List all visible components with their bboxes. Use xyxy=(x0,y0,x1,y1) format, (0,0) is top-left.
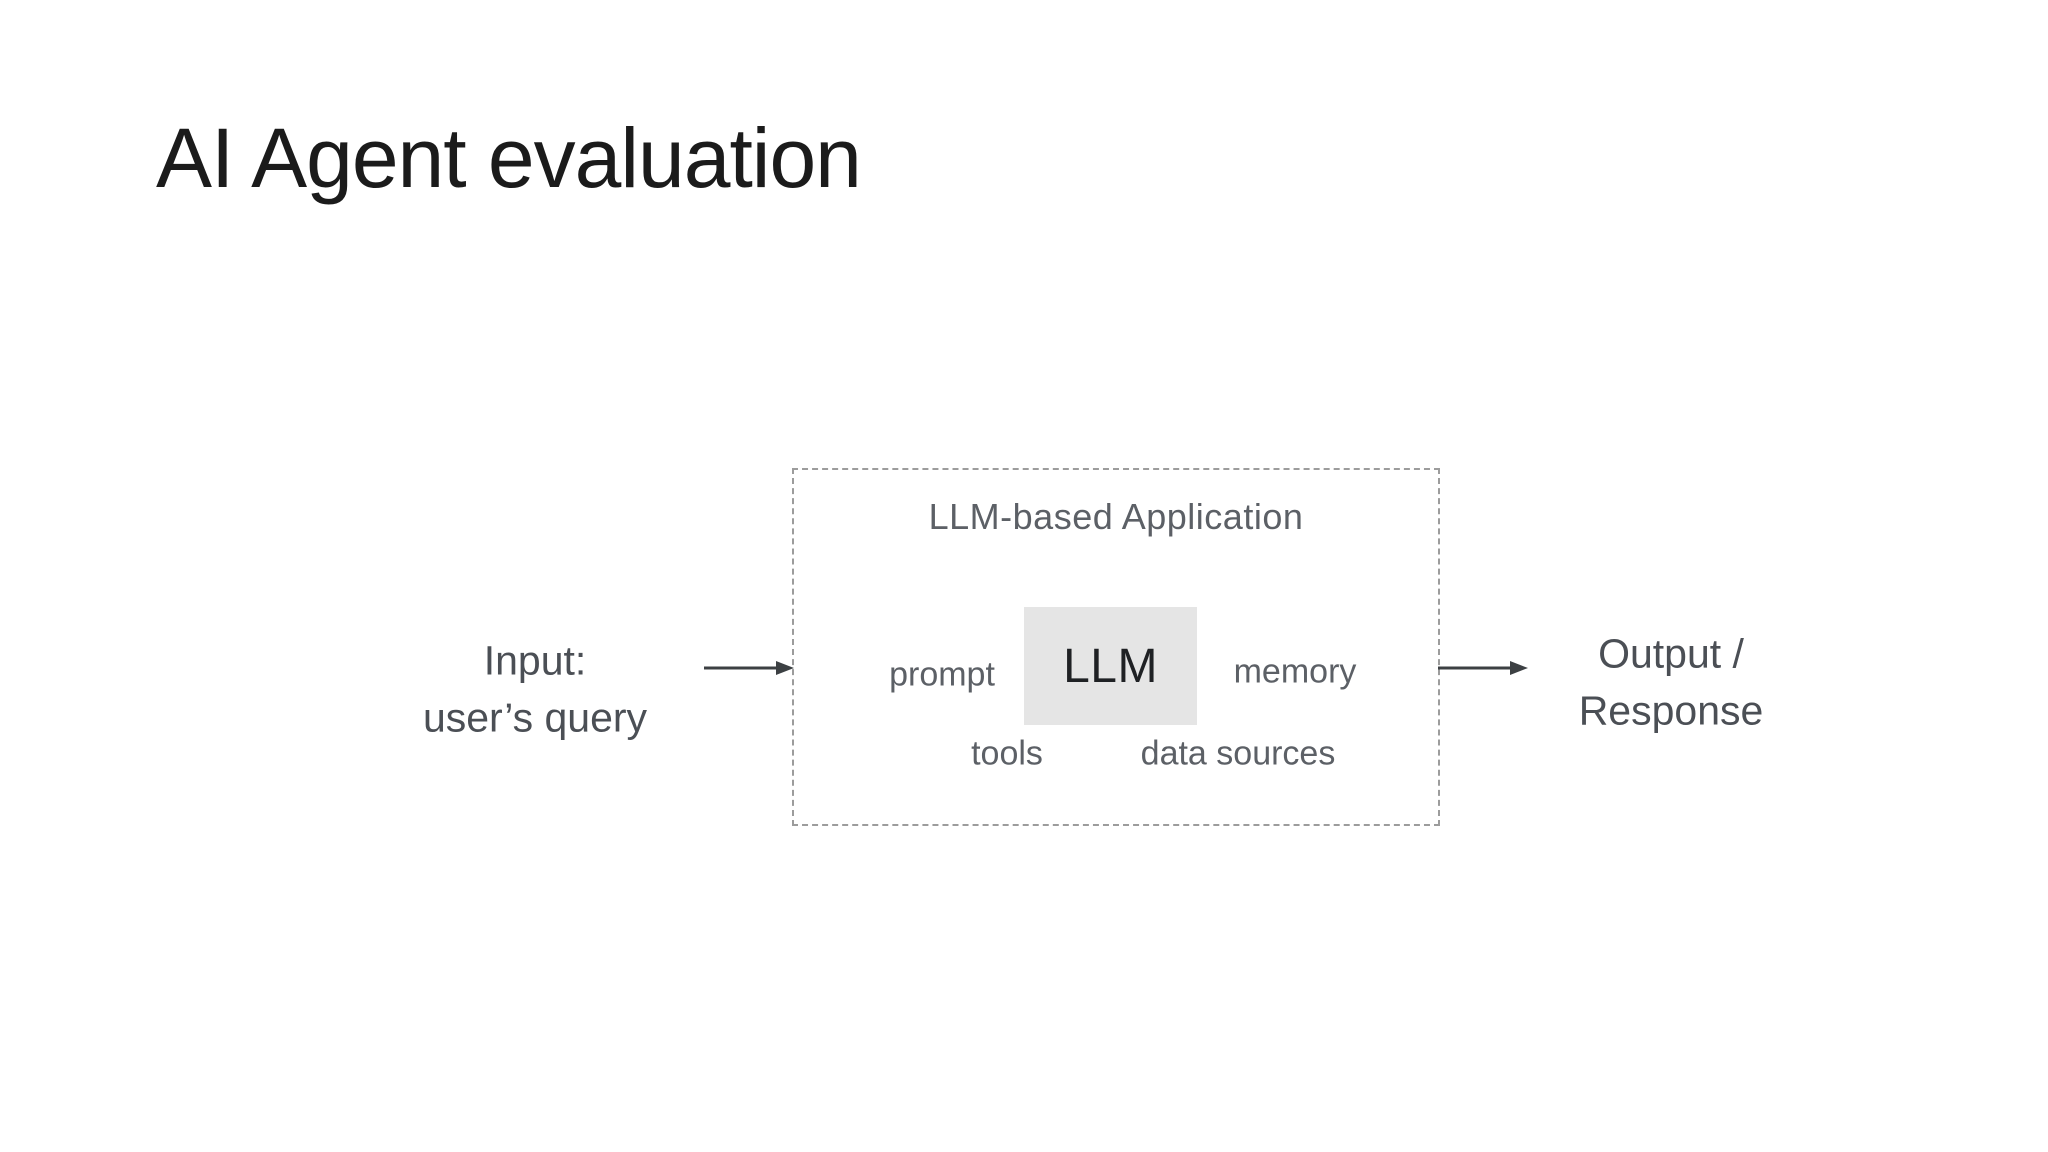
output-label-line1: Output / xyxy=(1598,630,1744,677)
component-tools: tools xyxy=(971,734,1043,773)
input-label-line2: user’s query xyxy=(422,695,648,741)
llm-core-box: LLM xyxy=(1024,607,1197,725)
component-prompt: prompt xyxy=(889,655,995,694)
input-label-line1: Input: xyxy=(483,637,587,684)
input-label: Input: user’s query xyxy=(423,633,647,748)
app-box-title: LLM-based Application xyxy=(928,496,1304,537)
component-memory: memory xyxy=(1233,652,1357,691)
output-arrow-right-icon xyxy=(1438,657,1528,679)
component-data-sources: data sources xyxy=(1140,734,1336,773)
output-label-line2: Response xyxy=(1578,688,1764,734)
page-title: AI Agent evaluation xyxy=(156,111,862,205)
llm-application-box: LLM-based Application prompt LLM memory … xyxy=(792,468,1440,826)
input-arrow-right-icon xyxy=(704,657,794,679)
llm-label: LLM xyxy=(1063,639,1158,693)
output-label: Output / Response xyxy=(1579,626,1764,741)
